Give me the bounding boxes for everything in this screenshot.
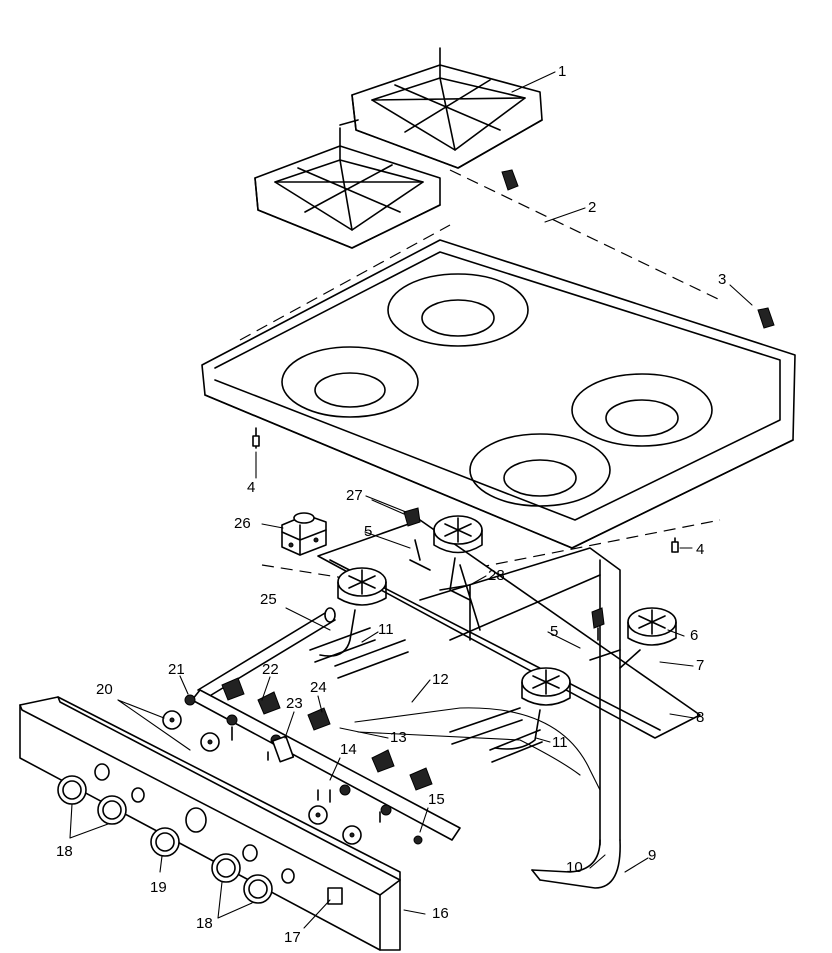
gas-valves — [184, 677, 433, 816]
callout-23: 23 — [286, 695, 303, 712]
callout-15: 15 — [428, 791, 445, 808]
callout-18-right: 18 — [196, 915, 213, 932]
clip-part-3 — [757, 307, 775, 329]
grate-right — [339, 47, 543, 169]
callout-9: 9 — [648, 847, 656, 864]
cooktop — [201, 239, 796, 549]
callout-12: 12 — [432, 671, 449, 688]
callout-1: 1 — [558, 63, 566, 80]
callout-16: 16 — [432, 905, 449, 922]
burner-head-front-left — [319, 567, 387, 657]
pressure-regulator — [281, 512, 327, 556]
burner-head-rear-right — [619, 607, 677, 669]
callout-11-right: 11 — [552, 734, 568, 751]
screws-misc — [231, 726, 423, 845]
callout-2: 2 — [588, 199, 596, 216]
callout-11-left: 11 — [378, 621, 394, 638]
screw-4-left — [252, 427, 260, 449]
bezels — [162, 710, 362, 845]
burner-head-front-right — [494, 667, 571, 750]
callout-19: 19 — [150, 879, 167, 896]
tubes-9-10 — [531, 839, 621, 889]
callout-6: 6 — [690, 627, 698, 644]
callout-8: 8 — [696, 709, 704, 726]
callout-10: 10 — [566, 859, 583, 876]
burner-tubes — [309, 564, 543, 763]
clip-part-small-top — [501, 169, 519, 191]
callout-14: 14 — [340, 741, 357, 758]
callout-18-left: 18 — [56, 843, 73, 860]
callout-20: 20 — [96, 681, 113, 698]
callout-4-right: 4 — [696, 541, 704, 558]
callout-7: 7 — [696, 657, 704, 674]
burner-head-rear-left — [433, 515, 483, 601]
callout-24: 24 — [310, 679, 327, 696]
frame-rails — [419, 547, 621, 846]
callout-labels: 1 2 3 4 4 5 5 6 7 8 9 10 11 11 12 13 14 … — [56, 63, 726, 946]
callout-21: 21 — [168, 661, 185, 678]
callout-13: 13 — [390, 729, 407, 746]
callout-4-left: 4 — [247, 479, 255, 496]
callout-27: 27 — [346, 487, 363, 504]
leader-lines — [69, 71, 753, 929]
callout-22: 22 — [262, 661, 279, 678]
grate-left — [254, 127, 441, 249]
manifold-rod — [191, 689, 461, 841]
callout-17: 17 — [284, 929, 301, 946]
callout-5-right: 5 — [550, 623, 558, 640]
control-panel — [19, 696, 401, 951]
bracket-right — [589, 607, 621, 661]
callout-25: 25 — [260, 591, 277, 608]
callout-28: 28 — [488, 567, 505, 584]
callout-5-left: 5 — [364, 523, 372, 540]
igniter-wire — [354, 707, 601, 791]
knobs — [57, 775, 273, 904]
igniter-switch — [271, 735, 295, 763]
callout-3: 3 — [718, 271, 726, 288]
screw-4-right — [671, 537, 679, 553]
bracket-27 — [403, 507, 431, 571]
callout-26: 26 — [234, 515, 251, 532]
